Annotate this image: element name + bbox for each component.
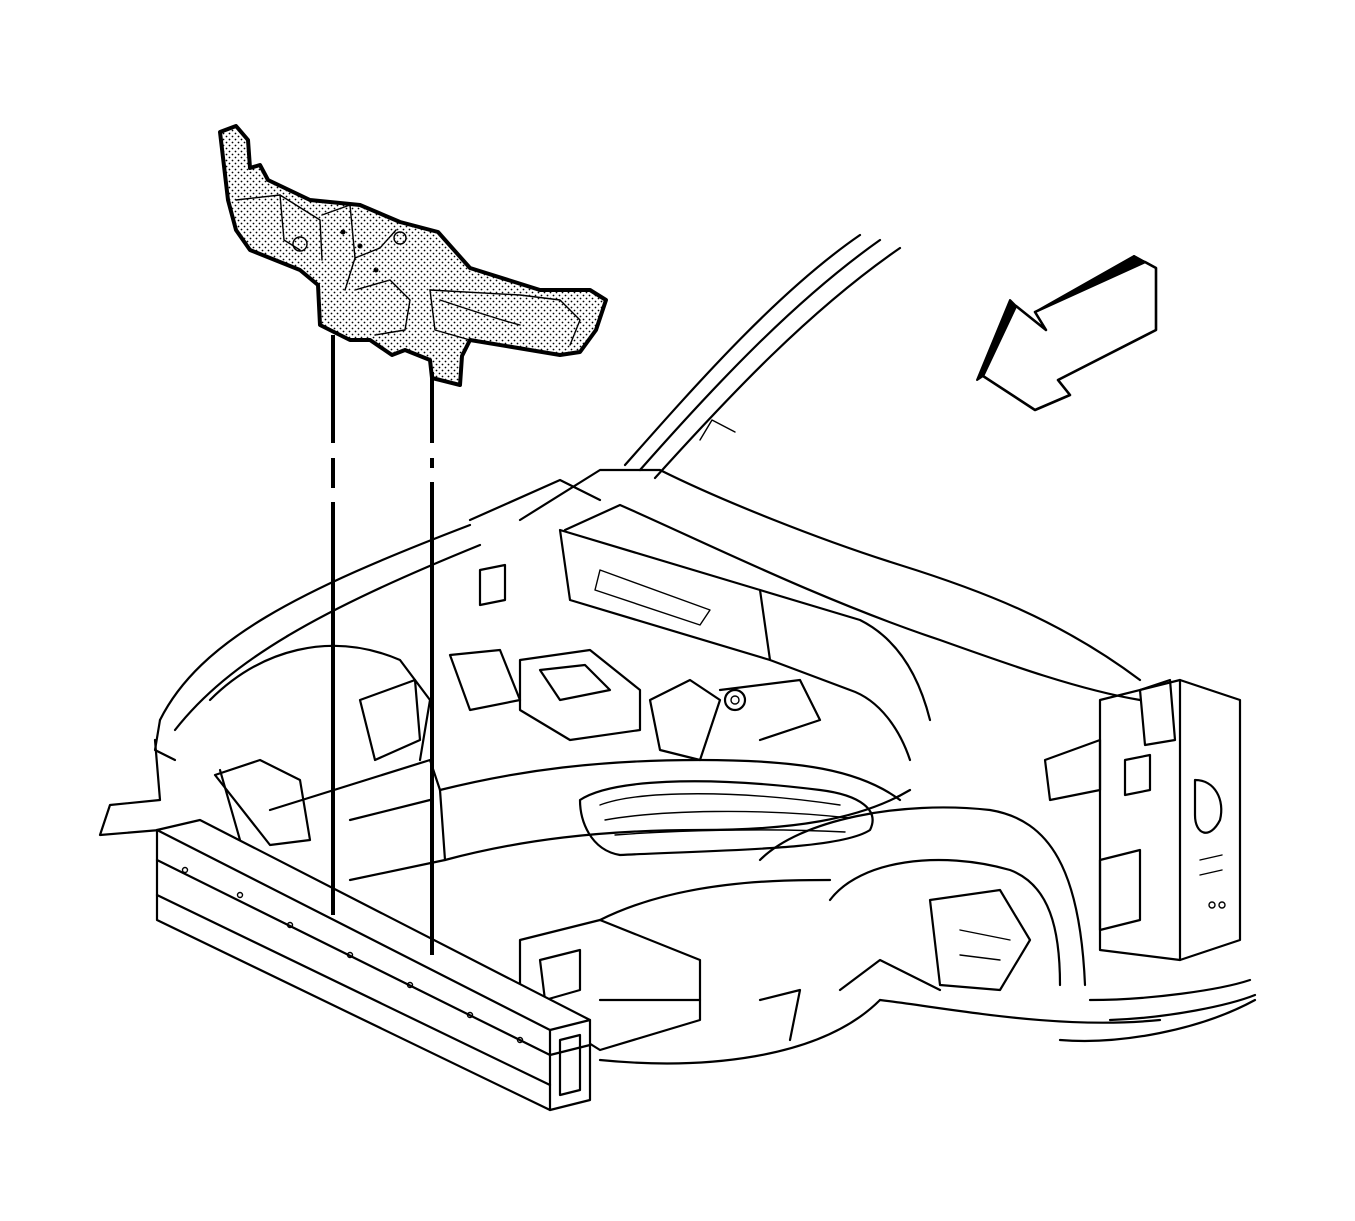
removed-bracket	[218, 124, 608, 387]
vehicle-front-structure	[98, 233, 1257, 1112]
arrow-front-icon	[976, 255, 1158, 412]
alignment-lines	[331, 335, 434, 955]
